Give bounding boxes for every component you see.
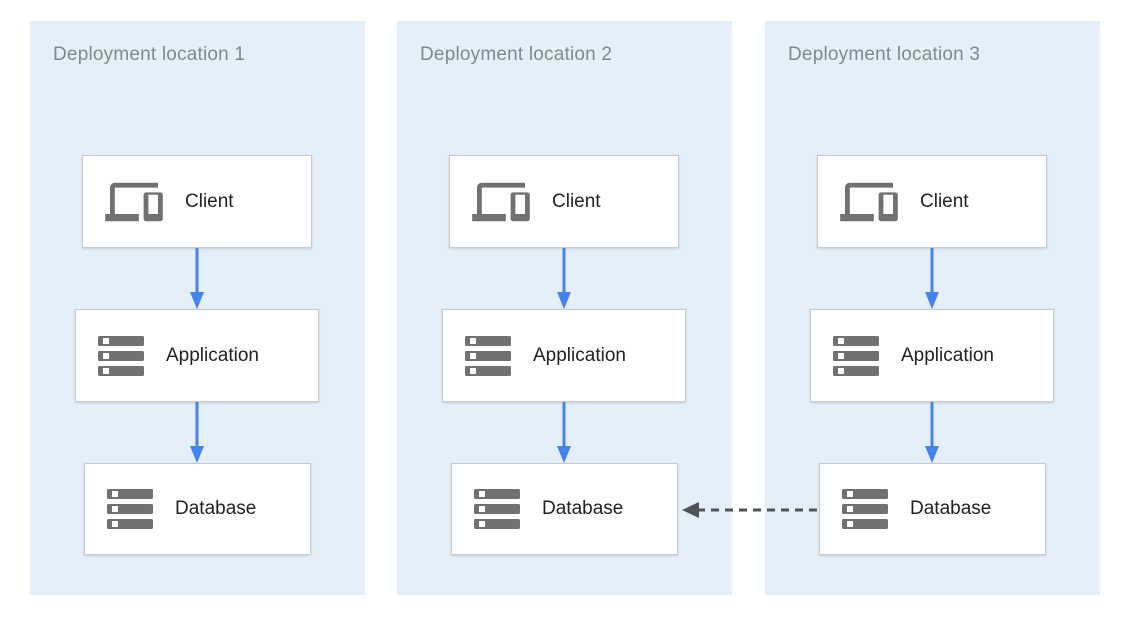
panel-title: Deployment location 3 <box>788 44 981 65</box>
arrow-down-icon <box>925 248 939 309</box>
database-node: Database <box>819 463 1046 555</box>
panel-deployment-location-1: Deployment location 1 Client Application <box>30 21 365 595</box>
client-node: Client <box>817 155 1047 248</box>
server-stack-icon <box>465 335 511 376</box>
devices-icon <box>105 178 163 226</box>
client-node: Client <box>449 155 679 248</box>
node-label: Application <box>533 344 626 366</box>
node-label: Client <box>920 190 969 212</box>
node-label: Database <box>910 498 992 519</box>
database-node: Database <box>84 463 311 555</box>
server-stack-icon <box>842 489 888 529</box>
arrow-down-icon <box>557 248 571 309</box>
node-label: Client <box>552 190 601 212</box>
arrow-down-icon <box>557 402 571 463</box>
node-label: Application <box>166 344 259 366</box>
arrow-down-icon <box>190 402 204 463</box>
node-label: Database <box>542 498 624 519</box>
panel-deployment-location-2: Deployment location 2 Client Application <box>397 21 732 595</box>
server-stack-icon <box>833 335 879 376</box>
replication-dashed-arrow <box>682 502 817 518</box>
application-node: Application <box>75 309 319 402</box>
devices-icon <box>472 178 530 226</box>
devices-icon <box>840 178 898 226</box>
node-label: Database <box>175 498 257 519</box>
node-label: Application <box>901 344 994 366</box>
panel-title: Deployment location 1 <box>53 44 246 65</box>
server-stack-icon <box>474 489 520 529</box>
client-node: Client <box>82 155 312 248</box>
server-stack-icon <box>98 335 144 376</box>
arrow-down-icon <box>925 402 939 463</box>
database-node: Database <box>451 463 678 555</box>
node-label: Client <box>185 190 234 212</box>
panel-title: Deployment location 2 <box>420 44 613 65</box>
application-node: Application <box>810 309 1054 402</box>
panel-deployment-location-3: Deployment location 3 Client Application <box>765 21 1100 595</box>
application-node: Application <box>442 309 686 402</box>
server-stack-icon <box>107 489 153 529</box>
arrow-down-icon <box>190 248 204 309</box>
